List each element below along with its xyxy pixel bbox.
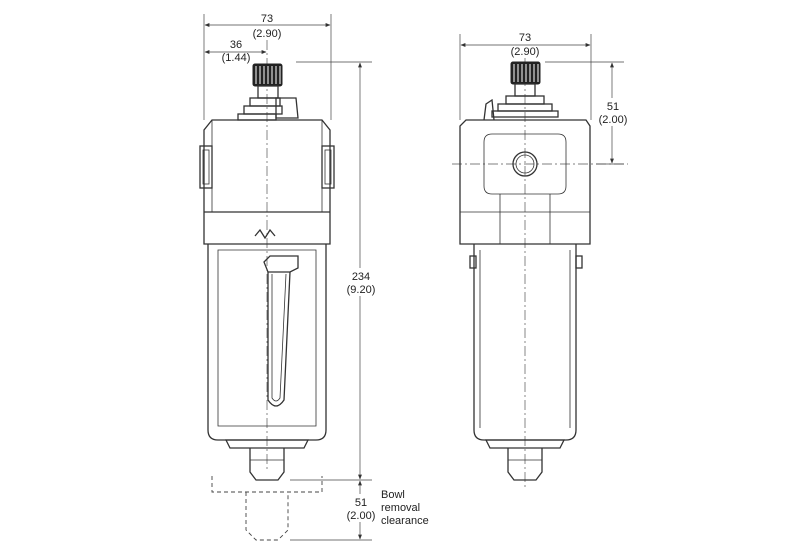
side-width-dimension: 73 (2.90) <box>459 32 592 120</box>
bowl-clearance-dimension: 51 (2.00) Bowl removal clearance <box>290 480 429 541</box>
side-drain <box>484 439 566 481</box>
side-height-mm: 51 <box>607 101 619 113</box>
bowl-clearance-label-line-2: removal <box>381 502 420 514</box>
bowl-clearance-mm: 51 <box>355 497 367 509</box>
front-body <box>199 119 335 245</box>
front-width-in: (2.90) <box>253 28 282 40</box>
front-height-dimension: 234 (9.20) <box>290 61 380 481</box>
front-drain <box>224 439 310 481</box>
side-view: 73 (2.90) <box>452 32 632 490</box>
front-offset-in: (1.44) <box>222 52 251 64</box>
side-width-mm: 73 <box>519 32 531 44</box>
side-width-in: (2.90) <box>511 46 540 58</box>
front-adjusting-knob <box>237 63 299 121</box>
side-adjusting-knob <box>483 61 559 121</box>
front-width-mm: 73 <box>261 13 273 25</box>
front-offset-mm: 36 <box>230 39 242 51</box>
bowl-clearance-label-line-1: Bowl <box>381 489 405 501</box>
front-offset-dimension: 36 (1.44) <box>204 39 267 64</box>
side-bowl <box>469 244 583 441</box>
front-width-dimension: 73 (2.90) <box>203 13 332 120</box>
front-height-in: (9.20) <box>347 284 376 296</box>
bowl-clearance-label-line-3: clearance <box>381 515 429 527</box>
bowl-clearance-in: (2.00) <box>347 510 376 522</box>
side-height-dimension: 51 (2.00) <box>545 61 632 165</box>
front-height-mm: 234 <box>352 271 370 283</box>
side-body <box>459 119 591 245</box>
front-view: 73 (2.90) 36 (1.44) <box>199 13 429 541</box>
side-height-in: (2.00) <box>599 114 628 126</box>
bowl-removal-clearance-outline <box>211 476 323 541</box>
